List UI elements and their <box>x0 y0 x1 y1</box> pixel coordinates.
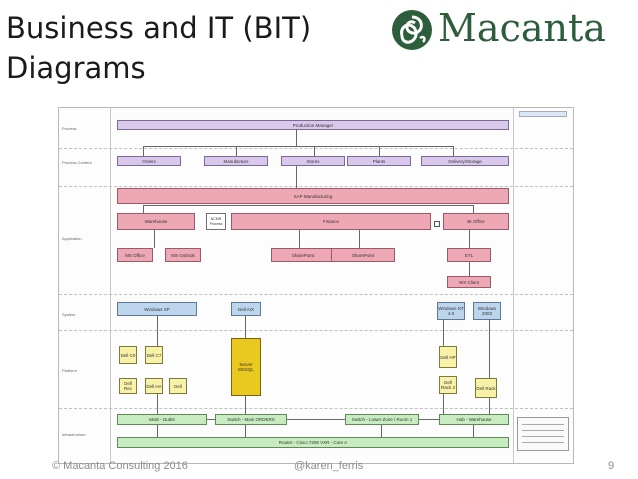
connector <box>296 130 297 146</box>
system-box-dell-aix[interactable]: Dell AIX <box>231 302 261 316</box>
band-divider <box>59 186 573 187</box>
diagram-label-column <box>59 108 111 463</box>
platform-box-server[interactable]: Server MSSQL <box>231 338 261 396</box>
system-box-windows-2003[interactable]: Windows 2003 <box>473 302 501 320</box>
connector <box>453 146 454 156</box>
band-label: Infrastructure <box>62 432 86 437</box>
footer-copyright: © Macanta Consulting 2016 <box>52 460 188 472</box>
slide-title-line1: Business and IT (BIT) <box>6 11 312 45</box>
title-block-line <box>522 430 564 431</box>
slide-title: Business and IT (BIT) Diagrams <box>6 8 376 88</box>
connector <box>245 425 246 437</box>
platform-box-dell-ha[interactable]: Dell HA <box>145 378 163 394</box>
platform-box-dell-c7[interactable]: Dell C7 <box>145 346 163 364</box>
footer-handle: @karen_ferris <box>294 460 364 472</box>
band-divider <box>59 330 573 331</box>
band-divider <box>59 294 573 295</box>
celtic-knot-icon <box>392 10 432 50</box>
connector <box>419 419 439 420</box>
connector <box>379 146 380 156</box>
connector <box>489 398 490 414</box>
platform-box-dell-rack-3[interactable]: Dell Rack 3 <box>439 376 457 394</box>
connector <box>157 316 158 346</box>
legend-header <box>519 111 567 117</box>
connector <box>143 205 144 213</box>
app-box-finance[interactable]: Finance <box>231 213 431 230</box>
system-box-windows-xp[interactable]: Windows XP <box>117 302 197 316</box>
connector <box>473 205 474 213</box>
connector <box>489 320 490 378</box>
connector <box>299 230 300 248</box>
app-box-sap[interactable]: SAP Manufacturing <box>117 188 509 204</box>
app-box-etl[interactable]: ETL <box>447 248 491 262</box>
slide-title-line2: Diagrams <box>6 51 146 85</box>
diagram-title-block <box>517 417 569 451</box>
app-box-ms-office[interactable]: MS Office <box>117 248 153 262</box>
platform-box-dell[interactable]: Dell <box>169 378 187 394</box>
app-box-warehouse[interactable]: Warehouse <box>117 213 195 230</box>
process-box-production-manager[interactable]: Production Manager <box>117 120 509 130</box>
infra-box-switch-main[interactable]: Switch - Main ORDERS <box>215 414 287 425</box>
infra-box-hub-warehouse[interactable]: Hub - Warehouse <box>439 414 509 425</box>
platform-box-dell-rec[interactable]: Dell Rec <box>119 378 137 394</box>
connector <box>469 230 470 248</box>
system-box-windows-nt[interactable]: Windows NT 4.0 <box>437 302 465 320</box>
connector <box>143 205 473 206</box>
connector <box>287 419 345 420</box>
band-divider <box>59 148 573 149</box>
connector <box>207 419 215 420</box>
connector <box>157 392 158 414</box>
band-divider <box>59 408 573 409</box>
app-box-wx-client[interactable]: WX Client <box>447 276 491 288</box>
macanta-logo: Macanta <box>390 6 636 52</box>
connector <box>157 425 158 437</box>
band-label: Platform <box>62 368 77 373</box>
platform-box-dell-hp[interactable]: Dell HP <box>439 346 457 368</box>
process-box-manufacture[interactable]: Manufacture <box>204 156 268 166</box>
bit-diagram: Process Process Content Application Syst… <box>58 107 574 464</box>
process-box-plants[interactable]: Plants <box>347 156 411 166</box>
connector <box>143 146 453 147</box>
platform-box-dell-c0[interactable]: Dell C0 <box>119 346 137 364</box>
connector-square-icon <box>434 221 440 227</box>
connector <box>443 394 444 414</box>
platform-box-dell-rack[interactable]: Dell Rack <box>475 378 497 398</box>
infra-box-multi-outlet[interactable]: Multi - Outlet <box>117 414 207 425</box>
process-box-stores[interactable]: Stores <box>281 156 345 166</box>
process-box-delivery-storage[interactable]: Delivery/Storage <box>421 156 509 166</box>
connector <box>296 166 297 188</box>
connector <box>236 146 237 156</box>
connector <box>154 230 155 248</box>
process-box-orders[interactable]: Orders <box>117 156 181 166</box>
band-label: Process Content <box>62 160 92 165</box>
page-number: 9 <box>608 460 615 472</box>
connector <box>245 316 246 338</box>
app-box-sharepoint[interactable]: SharePoint <box>271 248 335 262</box>
connector <box>359 230 360 248</box>
connector <box>314 146 315 156</box>
band-label: Process <box>62 126 77 131</box>
title-block-line <box>522 436 564 437</box>
connector <box>381 425 382 437</box>
app-box-sharepoint-2[interactable]: SharePoint <box>331 248 395 262</box>
connector <box>469 262 470 276</box>
app-box-ms-outlook[interactable]: MS Outlook <box>165 248 201 262</box>
connector <box>143 146 144 156</box>
band-label: Application <box>62 236 82 241</box>
title-block-line <box>522 424 564 425</box>
diagram-legend-column <box>513 108 573 463</box>
infra-box-router[interactable]: Router - Cisco 7206 VXR - Core A <box>117 437 509 448</box>
band-label: System <box>62 312 76 317</box>
app-box-ncmr[interactable]: NCMR Process <box>206 213 226 230</box>
logo-text: Macanta <box>438 6 606 50</box>
connector <box>443 320 444 346</box>
title-block-line <box>522 442 564 443</box>
app-box-bi-office[interactable]: BI Office <box>443 213 509 230</box>
infra-box-switch-lower[interactable]: Switch - Lower Zone / Room 1 <box>345 414 419 425</box>
connector <box>245 396 246 414</box>
connector <box>473 425 474 437</box>
